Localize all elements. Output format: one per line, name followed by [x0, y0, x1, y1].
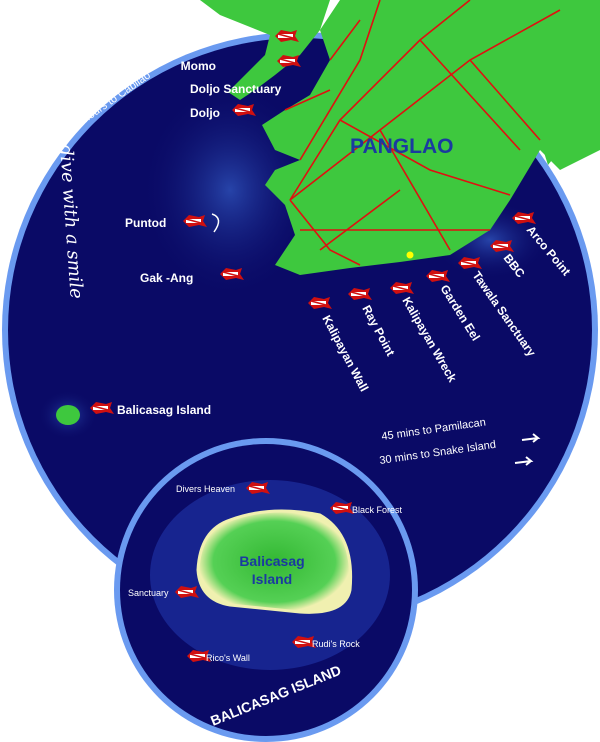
dive-site-napaling[interactable]: Napaling	[164, 29, 300, 45]
svg-text:Napaling: Napaling	[164, 31, 215, 45]
svg-text:Doljo: Doljo	[190, 106, 220, 120]
svg-text:Balicasag Island: Balicasag Island	[117, 403, 211, 417]
doljo-peninsula	[200, 0, 330, 100]
arrow-icon	[175, 37, 187, 49]
panglao-label: PANGLAO	[350, 135, 453, 158]
svg-text:Gak -Ang: Gak -Ang	[140, 271, 193, 285]
dive-site-balicasag-island[interactable]: Balicasag Island	[89, 401, 211, 417]
svg-text:Rico's Wall: Rico's Wall	[206, 653, 250, 663]
inset-site-black-forest[interactable]: Black Forest	[329, 501, 403, 515]
inset-site-ricos-wall[interactable]: Rico's Wall	[186, 649, 250, 663]
svg-text:Divers Heaven: Divers Heaven	[176, 484, 235, 494]
svg-text:Momo: Momo	[181, 59, 216, 73]
svg-text:Black Forest: Black Forest	[352, 505, 403, 515]
svg-text:Rudi's Rock: Rudi's Rock	[312, 639, 360, 649]
arrow-icon	[521, 433, 541, 443]
dive-site-momo[interactable]: Momo	[181, 54, 302, 73]
inset-site-sanctuary[interactable]: Sanctuary	[128, 585, 200, 599]
inset-site-rudis-rock[interactable]: Rudi's Rock	[291, 635, 360, 649]
roads	[284, 0, 561, 266]
svg-text:Balicasag: Balicasag	[239, 553, 304, 569]
dive-site-gak-ang[interactable]: Gak -Ang	[140, 267, 245, 285]
inset-site-divers-heaven[interactable]: Divers Heaven	[176, 481, 271, 495]
resort-marker	[406, 251, 414, 259]
arrow-icon	[514, 456, 534, 466]
dive-site-puntod[interactable]: Puntod	[125, 213, 220, 233]
svg-text:Puntod: Puntod	[125, 216, 166, 230]
svg-text:Island: Island	[252, 571, 292, 587]
balicasag-inset: Balicasag Island Divers Heaven Black For…	[114, 438, 418, 742]
panglao-land	[262, 0, 600, 275]
svg-text:Doljo Sanctuary: Doljo Sanctuary	[190, 82, 282, 96]
balicasag-small-island	[56, 405, 80, 425]
dive-site-doljo[interactable]: Doljo	[190, 103, 257, 120]
dive-site-doljo-sanctuary[interactable]: Doljo Sanctuary	[190, 82, 282, 96]
svg-text:Sanctuary: Sanctuary	[128, 588, 169, 598]
balicasag-island-shape	[196, 509, 353, 614]
